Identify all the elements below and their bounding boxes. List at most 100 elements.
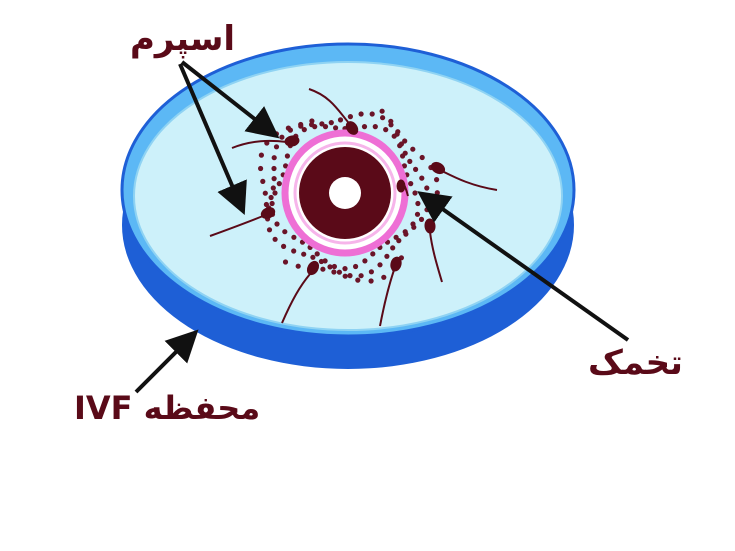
sperm-cells [209,88,498,327]
sperm-arrow-lower [178,63,247,216]
cumulus-dot [388,118,394,124]
dish-arrow [134,329,199,394]
cumulus-dot [402,138,408,144]
cumulus-dot [268,194,274,201]
cumulus-dot [271,165,277,172]
cumulus-dot [301,251,307,257]
cumulus-dot [328,120,334,126]
cumulus-dot [318,258,324,265]
cumulus-dot [434,177,440,183]
sperm-arrow-upper [180,60,280,139]
cumulus-dot [403,231,409,237]
cumulus-dot [407,158,413,164]
cumulus-dot [418,216,425,222]
cumulus-dot [384,253,390,259]
cumulus-dot [379,108,385,114]
cumulus-dot [337,117,344,123]
cumulus-dot [309,118,315,124]
cumulus-dot [295,263,301,269]
cumulus-dot [355,277,361,283]
label-egg: تخمک [588,343,683,383]
cumulus-dot [353,263,359,270]
egg-cell [281,129,409,257]
cumulus-dot [408,181,414,187]
cumulus-dot [402,150,408,156]
cumulus-dot [274,221,280,227]
cumulus-dot [282,259,289,265]
cumulus-dot [398,141,404,147]
sperm-cell [209,207,276,237]
cumulus-dot [283,163,289,169]
cumulus-dot [270,185,276,191]
cumulus-dot [285,125,291,131]
cumulus-dot [342,266,348,272]
cumulus-dot [276,181,282,187]
egg-arrow [417,191,630,342]
cumulus-dot [269,200,275,207]
cumulus-dot [347,273,353,279]
cumulus-dot [284,153,290,159]
egg-inner-ring [293,141,397,245]
cumulus-dot [396,238,402,244]
cumulus-dot [273,131,279,137]
cumulus-dot [272,236,278,242]
cumulus-dot [358,273,364,279]
cumulus-dot [414,211,421,217]
cumulus-dot [383,127,389,133]
cumulus-dot [369,111,375,117]
cumulus-dot [412,190,418,196]
cumulus-dot [310,254,316,260]
annotation-arrows [134,60,630,394]
cumulus-dot [370,251,376,257]
cumulus-dot [266,227,273,233]
cumulus-dot [327,264,333,270]
cumulus-dot [381,274,387,280]
cumulus-dot [395,129,401,135]
cumulus-dot [260,178,266,184]
cumulus-dot [347,114,353,120]
cumulus-dot [298,121,304,128]
cumulus-dot [362,258,368,264]
cumulus-dot [424,207,430,213]
cumulus-dot [401,163,407,169]
cumulus-dot [390,245,396,251]
label-ivf-dish: محفظه IVF [74,389,261,427]
cumulus-dot [271,176,277,182]
cumulus-dot [273,144,280,150]
cumulus-dot [413,166,419,172]
sperm-cell [379,256,402,327]
cumulus-dot [320,266,326,272]
cumulus-dot [322,124,329,130]
cumulus-dot [314,251,320,257]
cumulus-dot [415,200,421,207]
egg-nucleus [329,177,361,209]
cumulus-dot [262,190,268,196]
sperm-cell [231,135,300,149]
cumulus-dot [258,165,264,172]
cumulus-dot [336,269,342,275]
cumulus-dot [411,224,417,230]
cumulus-dot [331,263,337,270]
cumulus-dot [282,229,288,235]
cumulus-dot [380,115,386,121]
cumulus-dot [281,243,287,249]
sperm-cell [430,161,498,191]
cumulus-dot [419,175,425,181]
cumulus-dot [279,134,285,140]
sperm-cell [308,88,359,135]
cumulus-dot [361,124,368,130]
cumulus-dot [258,152,264,158]
cumulus-dot [368,278,374,284]
cumulus-dot [301,127,307,133]
sperm-cell [396,179,409,197]
cumulus-dot [368,269,374,275]
cumulus-dot [272,190,278,196]
sperm-cell [281,260,320,324]
cumulus-dot [434,190,440,196]
cumulus-dot [372,124,378,130]
cumulus-dot [291,234,297,240]
cumulus-dot [424,185,430,191]
cumulus-dot [319,121,325,127]
cumulus-dot [410,146,416,152]
